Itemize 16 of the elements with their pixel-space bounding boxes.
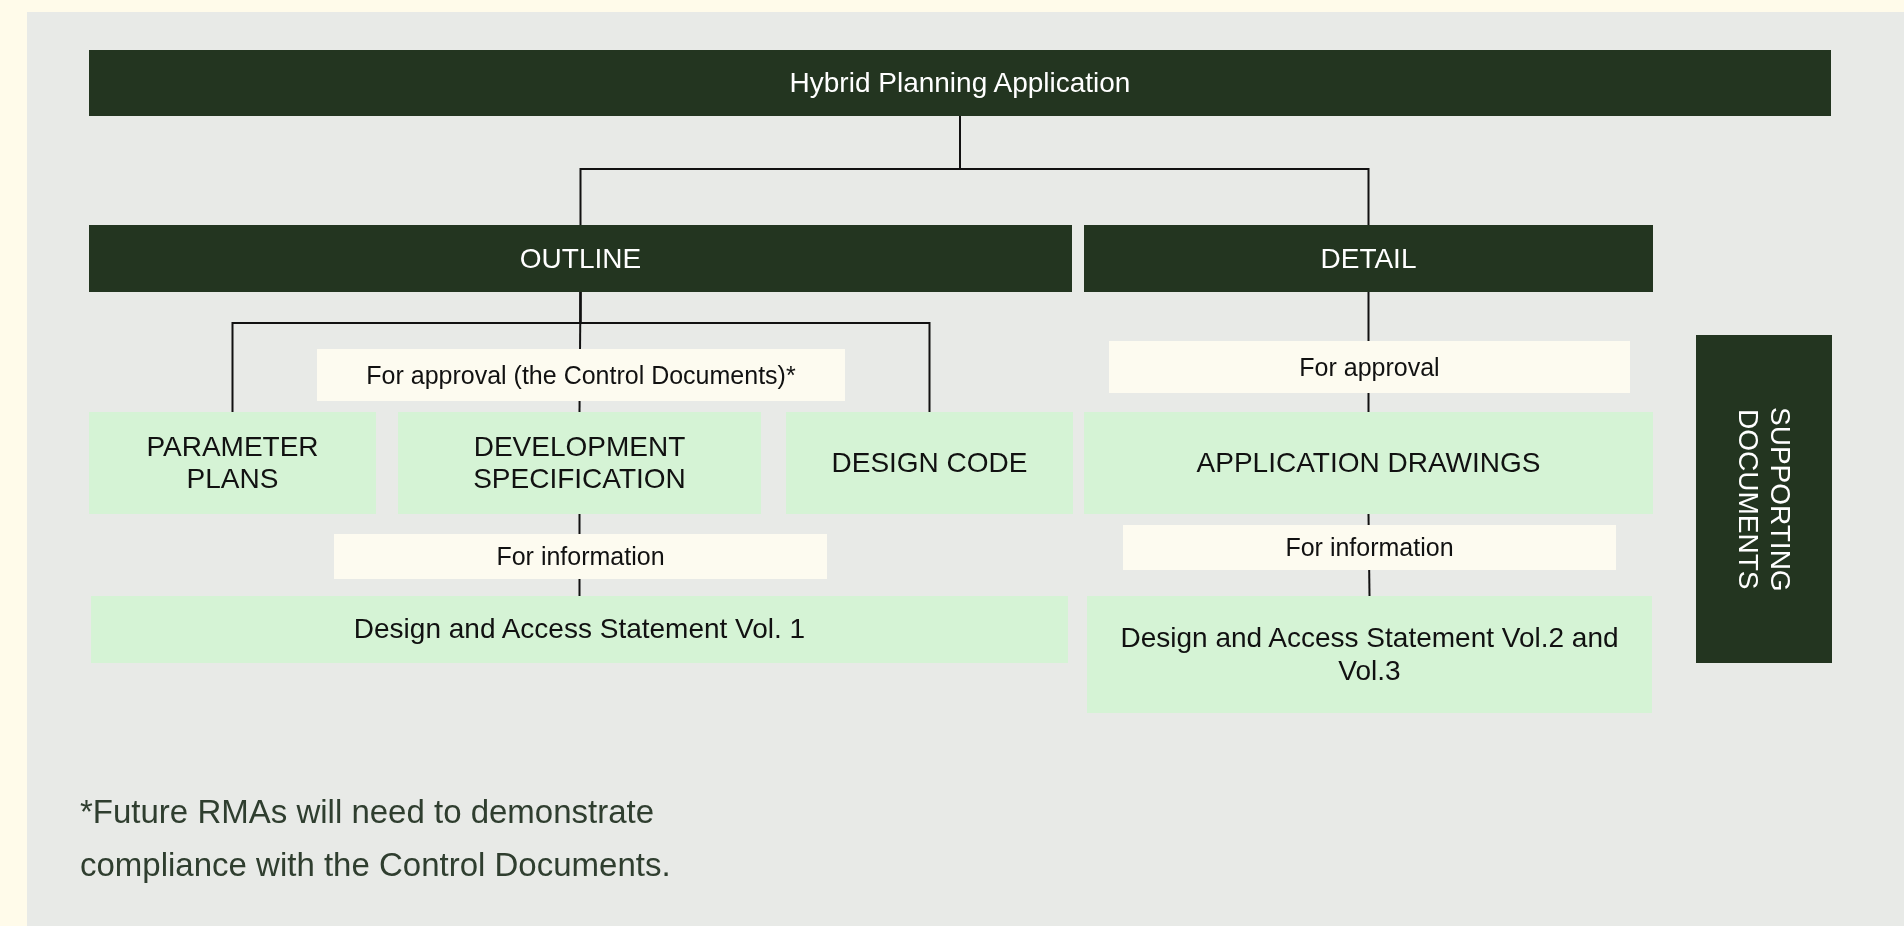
footnote: *Future RMAs will need to demonstrate compliance with the Control Documents. <box>80 792 672 885</box>
connector-line <box>579 291 931 413</box>
document-box: DEVELOPMENT SPECIFICATION <box>398 412 761 514</box>
document-box: APPLICATION DRAWINGS <box>1084 412 1653 514</box>
title-bar: Hybrid Planning Application <box>89 50 1831 116</box>
edge-label: For approval <box>1109 341 1630 393</box>
edge-label: For approval (the Control Documents)* <box>317 349 845 401</box>
edge-label: For information <box>1123 525 1616 570</box>
category-bar: OUTLINE <box>89 225 1072 292</box>
document-box: DESIGN CODE <box>786 412 1073 514</box>
side-bar: SUPPORTING DOCUMENTS <box>1696 335 1832 663</box>
document-box: Design and Access Statement Vol. 1 <box>91 596 1068 663</box>
edge-label: For information <box>334 534 827 579</box>
document-box: Design and Access Statement Vol.2 and Vol.3 <box>1087 596 1652 713</box>
category-bar: DETAIL <box>1084 225 1653 292</box>
document-box: PARAMETER PLANS <box>89 412 376 514</box>
